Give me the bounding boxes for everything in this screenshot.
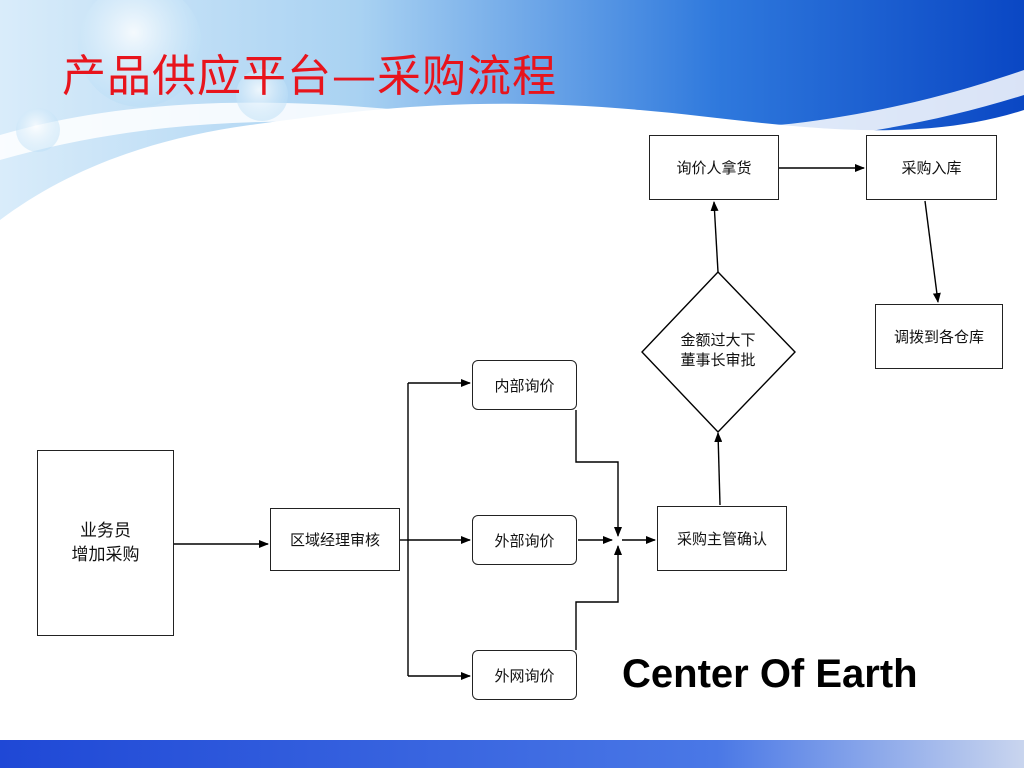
node-regional-review: 区域经理审核 [270, 508, 400, 571]
node-salesman-line2: 增加采购 [71, 545, 140, 565]
line-online-to-merge [575, 545, 622, 650]
node-transfer-to-warehouses: 调拨到各仓库 [875, 304, 1003, 369]
node-salesman-line1: 业务员 [80, 521, 131, 541]
arrow-approval-to-pickup [710, 201, 719, 273]
node-online-inquiry: 外网询价 [472, 650, 577, 700]
node-chairman-approval-line1: 金额过大下 [680, 331, 756, 349]
arrow-manager-to-approval [714, 432, 723, 506]
bubble-large [78, 0, 202, 107]
brand-text: Center Of Earth [622, 652, 918, 696]
node-purchase-manager-confirm: 采购主管确认 [657, 506, 787, 571]
node-purchase-stock-in: 采购入库 [866, 135, 997, 200]
line-internal-to-merge [575, 410, 622, 537]
node-internal-inquiry: 内部询价 [472, 360, 577, 410]
bubble-small [16, 108, 60, 152]
page-title: 产品供应平台—采购流程 [62, 51, 557, 102]
approval-diamond [641, 270, 796, 434]
node-salesman: 业务员 增加采购 [37, 450, 174, 636]
banner-wave [0, 0, 1024, 220]
node-external-inquiry: 外部询价 [472, 515, 577, 565]
bottom-bar [0, 740, 1024, 768]
arrow-stockin-to-transfer [924, 200, 941, 303]
node-chairman-approval-line2: 董事长审批 [680, 351, 756, 369]
bubble-medium [236, 69, 288, 121]
node-inquirer-pickup: 询价人拿货 [649, 135, 779, 200]
node-chairman-approval: 金额过大下 董事长审批 [648, 330, 788, 370]
